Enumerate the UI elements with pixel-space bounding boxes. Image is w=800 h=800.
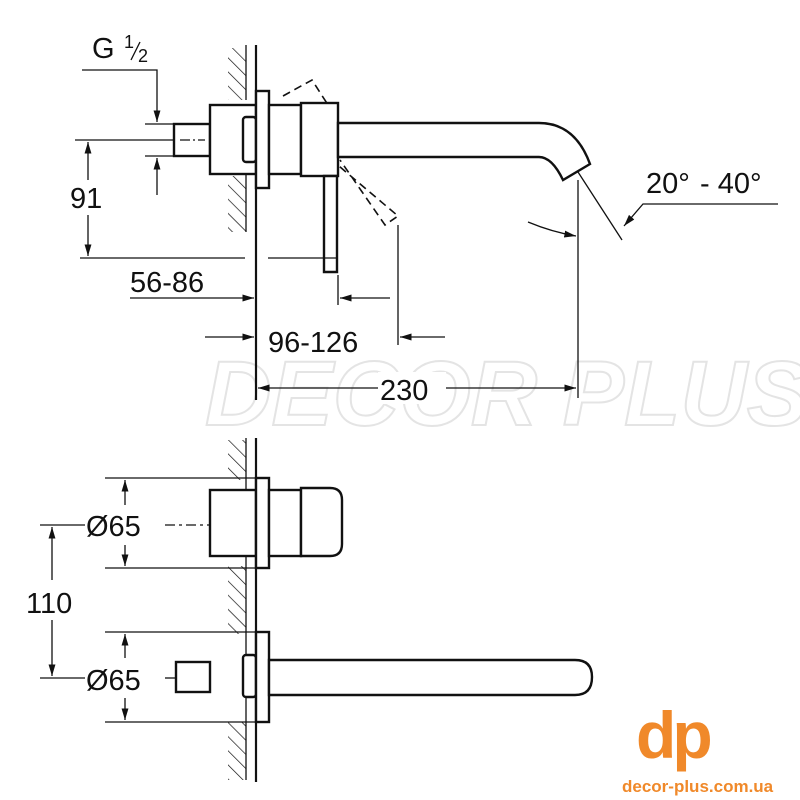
angle-arc — [527, 221, 577, 238]
front-view: Ø65 Ø65 110 — [26, 438, 594, 782]
upper-rosette-diameter: Ø65 — [86, 511, 141, 543]
lower-rosette-diameter: Ø65 — [86, 665, 141, 697]
depth-dimension-lever: 56-86 — [130, 267, 204, 299]
angle-line — [577, 171, 623, 241]
lever-knob — [299, 486, 344, 558]
thread-fraction-num: 1 — [124, 32, 134, 52]
logo-url: decor-plus.com.ua — [622, 777, 774, 796]
spout — [336, 121, 592, 182]
height-dimension: 91 — [70, 183, 102, 215]
side-view: G 1 2 91 56-86 96-126 230 20° — [70, 32, 778, 407]
lever-handle — [322, 174, 339, 274]
inlet-pipe — [174, 660, 212, 694]
collar — [241, 653, 258, 699]
wall-hatch — [228, 176, 246, 232]
angle-from: 20° — [646, 168, 690, 200]
mixer-body — [267, 103, 303, 176]
collar — [241, 115, 258, 164]
decor-plus-logo: dp decor-plus.com.ua — [622, 698, 774, 796]
thread-label: G — [92, 33, 115, 65]
logo-mark: dp — [636, 698, 710, 772]
angle-to: - 40° — [700, 168, 762, 200]
spacing-dimension: 110 — [26, 588, 72, 620]
rosette — [254, 89, 271, 190]
lever-base — [299, 101, 340, 178]
lower-rosette — [254, 630, 271, 724]
mixer-body — [267, 488, 303, 558]
spout — [267, 658, 594, 697]
valve-body — [208, 488, 258, 558]
spout-length: 230 — [380, 375, 428, 407]
watermark: DECOR PLUS — [205, 343, 800, 445]
wall-hatch — [228, 48, 246, 100]
thread-fraction-den: 2 — [138, 46, 148, 66]
lever-alt-position — [282, 78, 400, 227]
upper-rosette — [254, 476, 271, 570]
depth-dimension-lever-alt: 96-126 — [268, 327, 358, 359]
